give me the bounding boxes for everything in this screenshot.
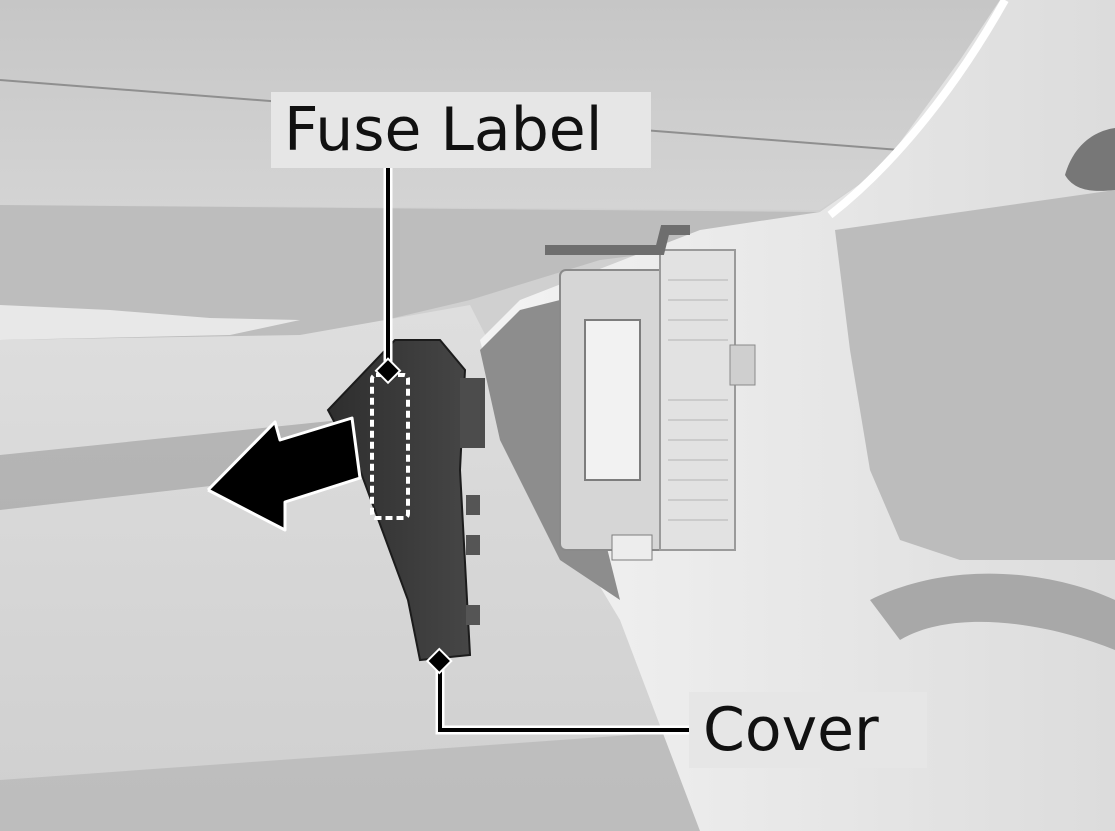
lip-highlight xyxy=(0,305,300,340)
dashboard-lower-lip xyxy=(0,205,820,340)
arrow-outline xyxy=(206,416,362,532)
wire-harness xyxy=(545,225,690,255)
cover-pointer-diamond xyxy=(425,647,453,675)
cover-text: Cover xyxy=(703,695,879,765)
fuse-box-connector xyxy=(584,319,641,481)
cover-leader-line-core xyxy=(438,668,690,732)
lower-shadow xyxy=(0,730,720,831)
fuse-box-tab xyxy=(729,344,756,386)
fuse-slot-grid xyxy=(668,279,728,521)
arrow-left-icon xyxy=(208,418,360,530)
fuse-label-callout: Fuse Label xyxy=(271,92,651,168)
cover-clip-3 xyxy=(466,605,480,625)
cover-clip-top xyxy=(460,378,485,448)
door-inner-panel xyxy=(835,190,1115,560)
fuse-label-text: Fuse Label xyxy=(284,95,603,165)
door-sill xyxy=(870,573,1115,650)
fuse-box-bottom-clip xyxy=(611,534,653,561)
door-handle xyxy=(1065,128,1115,191)
door-pillar xyxy=(480,0,1115,831)
door-edge-curve xyxy=(827,0,1009,219)
cover-clip-2 xyxy=(466,535,480,555)
cover-clip-1 xyxy=(466,495,480,515)
fuse-label-pointer-diamond xyxy=(374,357,402,385)
cover-callout: Cover xyxy=(689,692,927,768)
